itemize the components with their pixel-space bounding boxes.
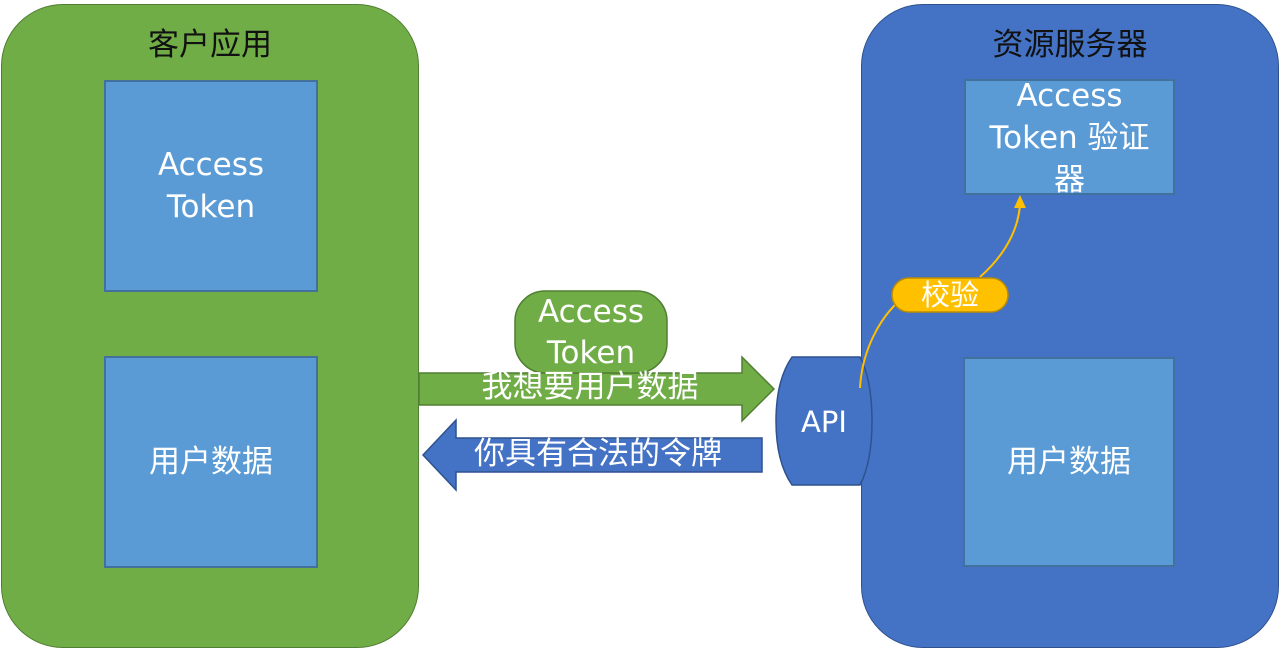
validator-line-2: Token 验证 [989, 120, 1150, 156]
token-badge: Access Token [515, 292, 667, 374]
request-arrow-label: 我想要用户数据 [481, 369, 699, 405]
client-token-line-1: Access [157, 147, 265, 183]
response-arrow-label: 你具有合法的令牌 [474, 436, 722, 472]
token-badge-line-1: Access [537, 294, 645, 330]
verify-label: 校验 [920, 278, 979, 312]
server-user-data-label: 用户数据 [1007, 444, 1131, 480]
client-app-title: 客户应用 [148, 27, 272, 63]
client-user-data-box: 用户数据 [104, 356, 318, 568]
arrowhead-icon [1014, 195, 1026, 208]
response-arrow [421, 418, 763, 492]
client-access-token-box: Access Token [104, 80, 318, 292]
client-token-line-2: Token [166, 189, 256, 225]
api-endpoint-shape [775, 356, 873, 486]
validator-line-1: Access [1016, 79, 1123, 114]
token-badge-line-2: Token [546, 335, 636, 371]
request-arrow [418, 355, 776, 423]
server-user-data-box: 用户数据 [963, 357, 1175, 567]
api-label: API [801, 405, 847, 439]
token-badge-shape [514, 290, 668, 374]
access-token-validator-box: Access Token 验证 器 [964, 79, 1175, 195]
verify-pill [891, 277, 1009, 313]
validator-line-3: 器 [1054, 162, 1085, 195]
verify-connector [859, 204, 1021, 389]
resource-server-title: 资源服务器 [992, 27, 1148, 63]
client-user-data-label: 用户数据 [149, 444, 273, 480]
